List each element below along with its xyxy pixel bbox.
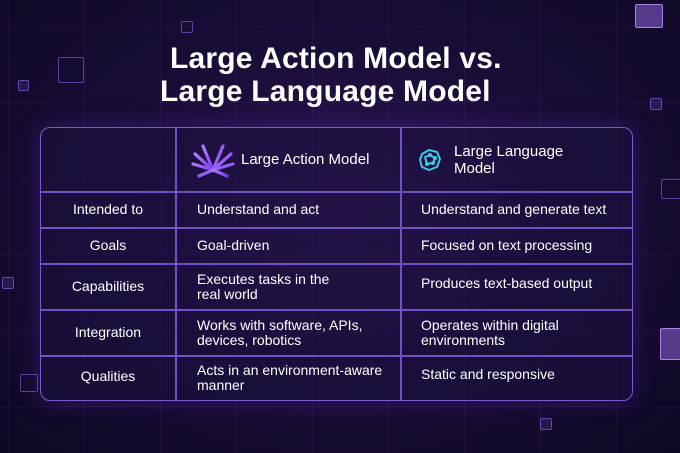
cell-llm-intended: Understand and generate text [421,201,607,217]
decor-square [58,57,84,83]
cell-lam-capabilities: Executes tasks in the real world [197,270,330,302]
header-llm-label: Large Language Model [454,142,564,177]
cell-lam-goals: Goal-driven [197,237,270,253]
decor-square [660,328,680,360]
header-lam-label: Large Action Model [241,151,370,168]
decor-square [18,80,29,91]
cell-llm-qualities: Static and responsive [421,365,555,382]
starburst-icon [191,141,235,178]
header-lam: Large Action Model [191,128,396,191]
network-brain-icon [419,148,441,171]
row-label-integration: Integration [74,324,142,340]
row-divider [41,263,632,265]
row-divider [41,191,632,193]
page-title: Large Action Model vs. Large Language Mo… [0,42,680,108]
cell-llm-integration: Operates within digital environments [421,316,559,348]
comparison-table: Large Action Model Large Language Model … [40,127,633,401]
row-label-capabilities: Capabilities [71,278,145,294]
header-row-label [41,128,175,191]
cell-lam-integration: Works with software, APIs, devices, robo… [197,316,363,348]
decor-square [635,4,663,28]
title-line-2: Large Language Model [160,75,491,108]
header-llm: Large Language Model [416,128,626,191]
decor-square [2,277,14,289]
decor-square [540,418,552,430]
cell-lam-qualities: Acts in an environment-aware manner [197,362,383,393]
row-divider [41,309,632,311]
row-label-intended: Intended to [72,201,144,217]
decor-square [181,21,193,33]
row-label-goals: Goals [89,237,127,253]
decor-square [650,98,662,110]
cell-llm-capabilities: Produces text-based output [421,274,593,291]
decor-square [20,374,38,392]
row-divider [41,227,632,229]
cell-llm-goals: Focused on text processing [421,237,593,253]
row-divider [41,355,632,357]
row-label-qualities: Qualities [80,367,136,384]
decor-square [661,179,680,199]
cell-lam-intended: Understand and act [197,201,320,217]
title-line-1: Large Action Model vs. [170,42,502,75]
